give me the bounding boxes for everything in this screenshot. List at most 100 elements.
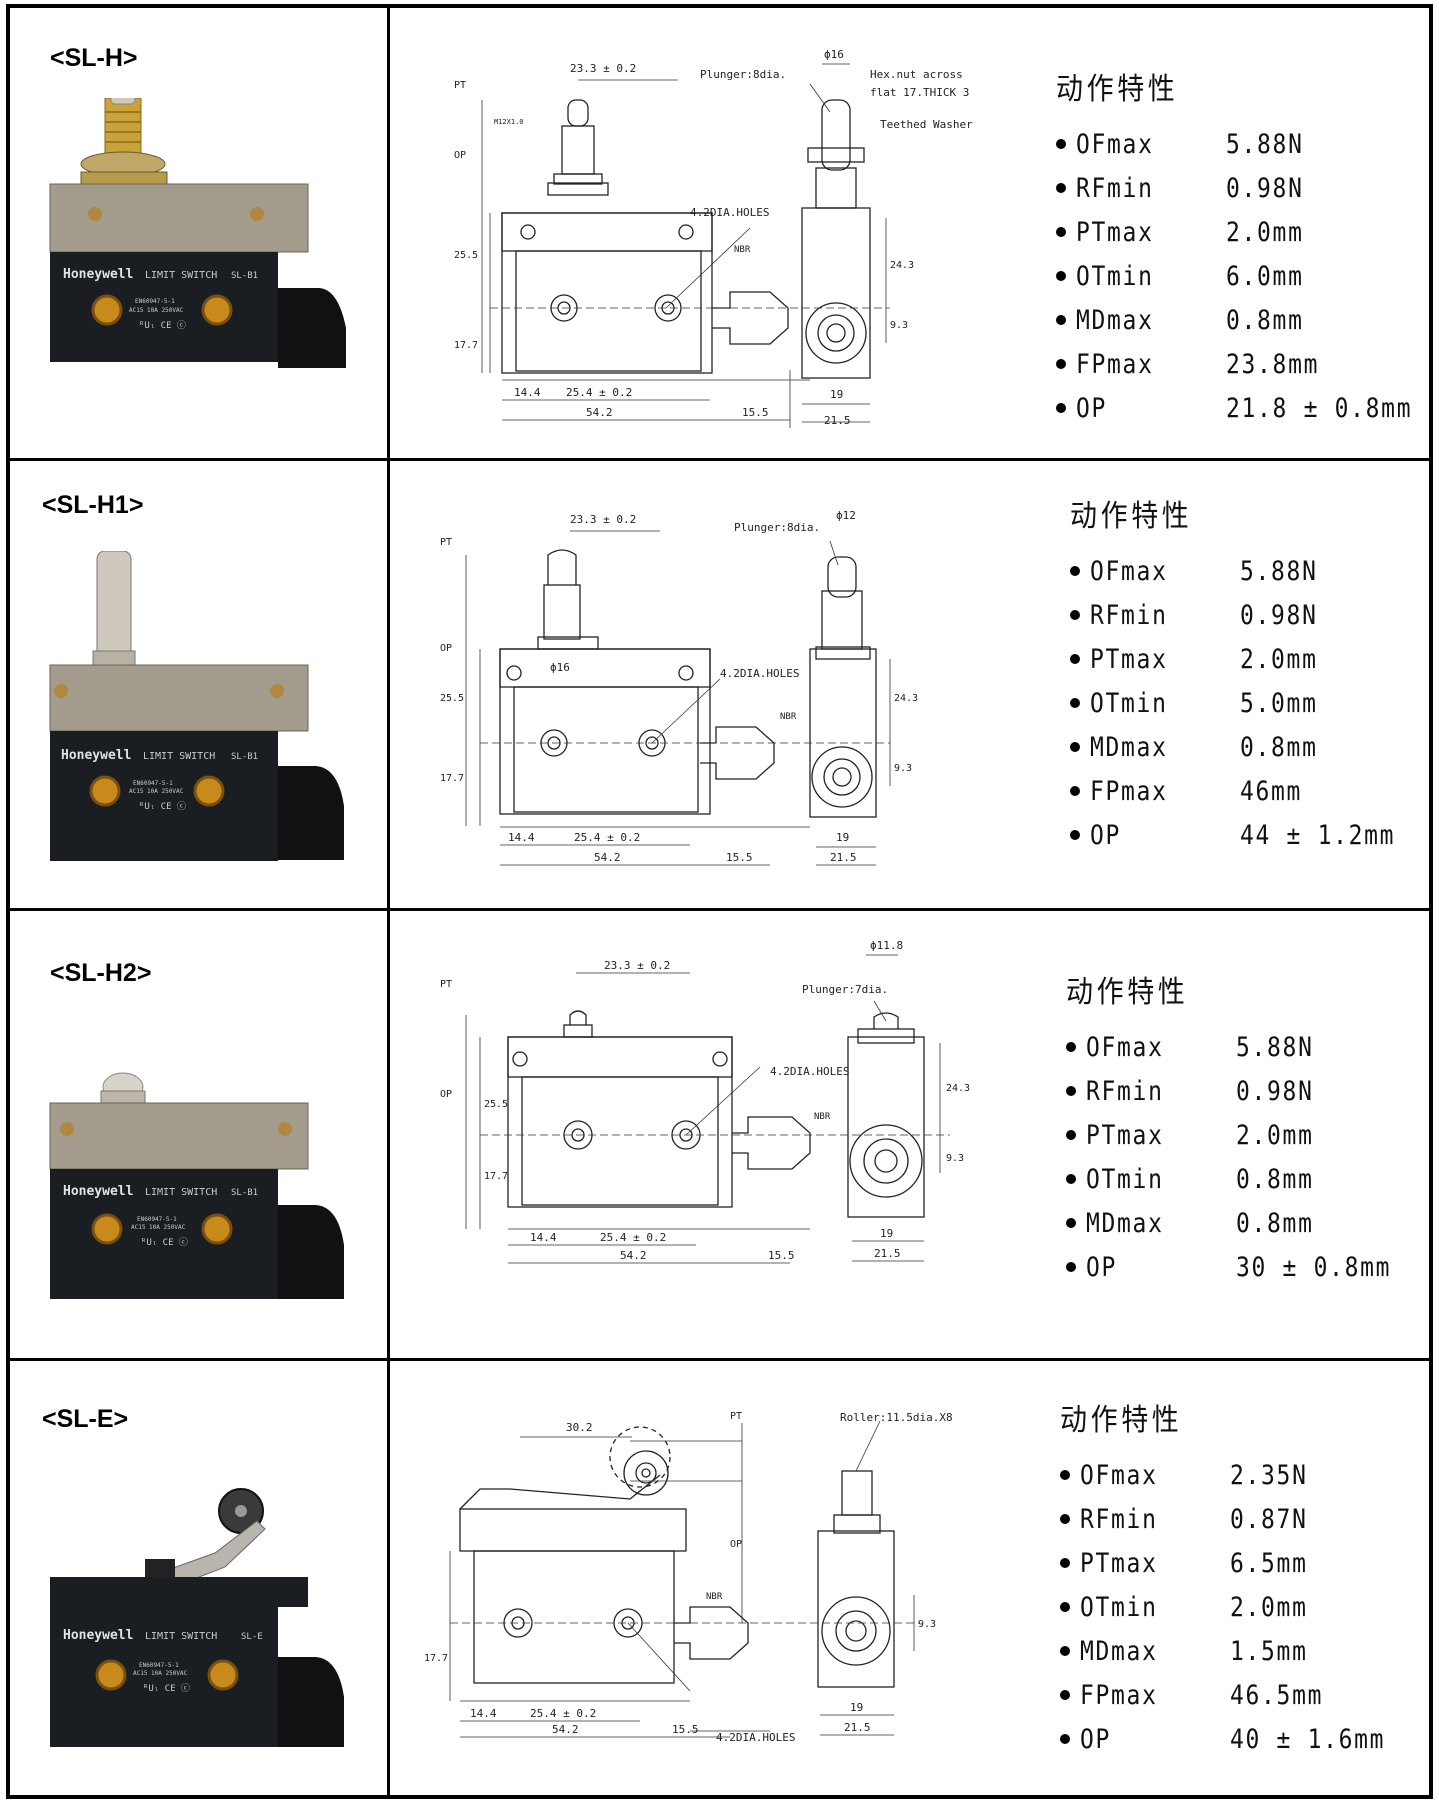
dimension-drawing-sl-e: 30.2 PT OP Roller:11.5dia.X8 4.2DIA.HOLE…	[424, 1411, 953, 1744]
base-diameter-note: ϕ16	[550, 661, 570, 674]
code-text: SL-E	[241, 1632, 263, 1642]
code-text: SL-B1	[231, 752, 258, 762]
dim-24: 24.3	[894, 693, 918, 704]
spec-sheet: <SL-H> Honeywell LIMIT SWITCH SL-B1 EN60…	[6, 4, 1433, 1799]
dim-19: 19	[830, 388, 843, 401]
dim-25-4: 25.4 ± 0.2	[566, 386, 632, 399]
dim-17: 17.7	[484, 1171, 508, 1182]
dim-top: 23.3 ± 0.2	[570, 513, 636, 526]
dim-17: 17.7	[454, 340, 478, 351]
standard-text: EN60947-5-1	[137, 1216, 177, 1223]
dim-54: 54.2	[552, 1723, 579, 1736]
drawing-cell: 30.2 PT OP Roller:11.5dia.X8 4.2DIA.HOLE…	[390, 1361, 1429, 1795]
model-row-sl-h1: <SL-H1> Honeywell LIMIT SWITCH SL-B1 EN6…	[10, 461, 1429, 911]
model-label: <SL-E>	[42, 1405, 129, 1433]
cert-marks: ᴿUₗ CE ⓒ	[141, 1237, 188, 1248]
dim-14: 14.4	[470, 1707, 497, 1720]
brand-text: Honeywell	[61, 748, 131, 763]
holes-note: 4.2DIA.HOLES	[770, 1065, 849, 1078]
spec-title: 动作特性	[1056, 72, 1179, 107]
dim-pt: PT	[730, 1411, 742, 1422]
spec-title: 动作特性	[1060, 1403, 1183, 1438]
dim-14: 14.4	[508, 831, 535, 844]
hex-note-1: Hex.nut across	[870, 68, 963, 81]
switch-photo-sl-h1: Honeywell LIMIT SWITCH SL-B1 EN60947-5-1…	[49, 551, 344, 861]
dim-pt: PT	[454, 80, 466, 91]
dimension-drawing-sl-h: 23.3 ± 0.2 Plunger:8dia. ϕ16 Hex.nut acr…	[454, 48, 973, 428]
brand-text: Honeywell	[63, 1184, 133, 1199]
model-label: <SL-H>	[50, 44, 138, 72]
model-row-sl-h: <SL-H> Honeywell LIMIT SWITCH SL-B1 EN60…	[10, 8, 1429, 461]
model-label: <SL-H1>	[42, 491, 144, 519]
dim-19: 19	[850, 1701, 863, 1714]
drawing-cell: 23.3 ± 0.2 Plunger:8dia. ϕ12 ϕ16 4.2DIA.…	[390, 461, 1429, 908]
type-text: LIMIT SWITCH	[143, 751, 215, 762]
cert-marks: ᴿUₗ CE ⓒ	[143, 1683, 190, 1694]
dim-17: 17.7	[440, 773, 464, 784]
spec-title: 动作特性	[1070, 499, 1193, 534]
plunger-note: Plunger:8dia.	[734, 521, 820, 534]
dim-op: OP	[440, 1089, 452, 1100]
dim-top: 23.3 ± 0.2	[604, 959, 670, 972]
washer-note: Teethed Washer	[880, 118, 973, 131]
nbr-note: NBR	[780, 712, 797, 722]
dim-top: 30.2	[566, 1421, 593, 1434]
switch-photo-sl-h: Honeywell LIMIT SWITCH SL-B1 EN60947-5-1…	[49, 98, 346, 368]
drawing-cell: 23.3 ± 0.2 Plunger:7dia. ϕ11.8 4.2DIA.HO…	[390, 911, 1429, 1358]
photo-cell: <SL-E> Honeywell LIMIT SWITCH SL-E EN609…	[10, 1361, 390, 1795]
dim-54: 54.2	[620, 1249, 647, 1262]
diameter-note: ϕ12	[836, 509, 856, 522]
dim-14: 14.4	[530, 1231, 557, 1244]
holes-note: 4.2DIA.HOLES	[690, 206, 769, 219]
dim-op: OP	[730, 1539, 742, 1550]
model-row-sl-e: <SL-E> Honeywell LIMIT SWITCH SL-E EN609…	[10, 1361, 1429, 1795]
nbr-note: NBR	[734, 245, 751, 255]
dim-24: 24.3	[946, 1083, 970, 1094]
standard-text: EN60947-5-1	[139, 1662, 179, 1669]
rating-text: AC15 10A 250VAC	[131, 1224, 186, 1231]
dim-24: 24.3	[890, 260, 914, 271]
dim-9: 9.3	[918, 1619, 936, 1630]
dim-25: 25.5	[484, 1099, 508, 1110]
switch-photo-sl-e: Honeywell LIMIT SWITCH SL-E EN60947-5-1 …	[50, 1488, 344, 1747]
dim-15: 15.5	[742, 406, 769, 419]
diameter-note: ϕ11.8	[870, 939, 903, 952]
holes-note: 4.2DIA.HOLES	[720, 667, 799, 680]
dim-19: 19	[836, 831, 849, 844]
dim-top: 23.3 ± 0.2	[570, 62, 636, 75]
rating-text: AC15 10A 250VAC	[129, 788, 184, 795]
type-text: LIMIT SWITCH	[145, 270, 217, 281]
holes-note: 4.2DIA.HOLES	[716, 1731, 795, 1744]
dim-pt: PT	[440, 979, 452, 990]
dim-54: 54.2	[586, 406, 613, 419]
code-text: SL-B1	[231, 271, 258, 281]
dim-25-4: 25.4 ± 0.2	[530, 1707, 596, 1720]
standard-text: EN60947-5-1	[135, 298, 175, 305]
diameter-note: ϕ16	[824, 48, 844, 61]
dim-17: 17.7	[424, 1653, 448, 1664]
dim-op: OP	[454, 150, 466, 161]
dim-25-4: 25.4 ± 0.2	[574, 831, 640, 844]
hex-note-2: flat 17.THICK 3	[870, 86, 969, 99]
dimension-drawing-sl-h2: 23.3 ± 0.2 Plunger:7dia. ϕ11.8 4.2DIA.HO…	[440, 939, 970, 1264]
drawing-cell: 23.3 ± 0.2 Plunger:8dia. ϕ16 Hex.nut acr…	[390, 8, 1429, 458]
dim-21: 21.5	[874, 1247, 901, 1260]
